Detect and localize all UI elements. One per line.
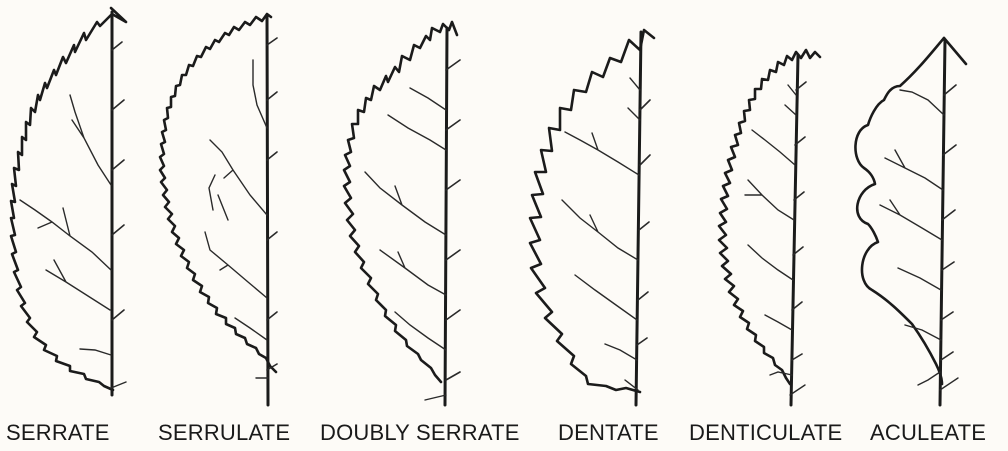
leaf-denticulate-margin [719,50,820,384]
leaf-serrulate-midrib [267,15,268,405]
leaf-serrate [11,8,126,395]
label-serrate: SERRATE [6,418,110,448]
leaf-serrulate [160,14,277,405]
leaf-serrate-vein-stubs [112,42,124,320]
leaf-serrate-margin [11,8,126,390]
label-denticulate: DENTICULATE [689,418,842,448]
leaf-doubly-serrate-veins [365,88,446,400]
leaf-doubly-serrate-midrib [445,28,447,405]
label-doubly-serrate: DOUBLY SERRATE [320,418,520,448]
leaf-dentate-veins [562,78,640,390]
leaf-doubly-serrate-vein-stubs [446,60,460,380]
leaf-serrulate-margin [160,14,276,372]
leaf-doubly-serrate [344,22,460,405]
label-serrulate: SERRULATE [158,418,290,448]
leaf-serrate-veins [20,95,126,388]
label-aculeate: ACULEATE [870,418,986,448]
label-dentate: DENTATE [558,418,659,448]
leaf-aculeate-veins [880,90,958,390]
leaf-dentate [530,30,654,405]
leaf-denticulate-midrib [791,55,798,405]
leaf-aculeate-right-edge [944,38,966,64]
leaf-denticulate [719,50,820,405]
leaf-aculeate [855,38,966,405]
